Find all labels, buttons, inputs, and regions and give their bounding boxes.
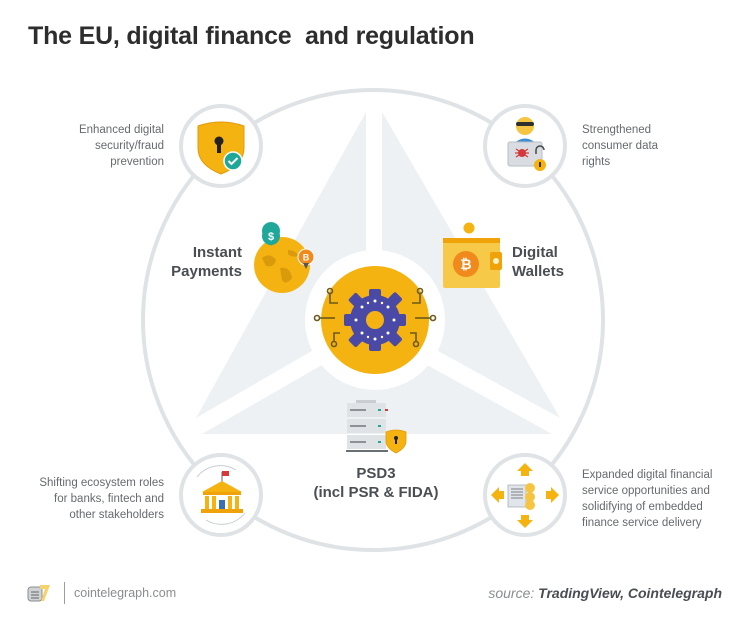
- pillar-label-instant-payments: Instant Payments: [171, 244, 242, 280]
- svg-text:B: B: [303, 253, 310, 263]
- outcome-text-top-right: Strengthened consumer data rights: [582, 124, 659, 168]
- svg-text:₿: ₿: [460, 256, 471, 272]
- secure-server-icon: [346, 400, 407, 454]
- gear-circuit-icon: [313, 266, 437, 374]
- footer-site: cointelegraph.com: [74, 586, 177, 600]
- outcome-node-top-right: [483, 104, 567, 188]
- pillar-label-digital-wallets: Digital Wallets: [512, 244, 564, 280]
- outcome-node-bottom-left: [179, 453, 263, 537]
- footer-divider: [64, 582, 65, 604]
- hacker-laptop-icon: [507, 117, 546, 171]
- shield-lock-icon: [197, 121, 245, 175]
- footer-source: source: TradingView, Cointelegraph: [488, 585, 722, 601]
- bank-building-icon: [196, 465, 246, 525]
- outcome-text-bottom-left: Shifting ecosystem roles for banks, fint…: [39, 477, 164, 521]
- outcome-node-bottom-right: [483, 453, 567, 537]
- page-title: The EU, digital finance and regulation: [28, 22, 475, 50]
- outcome-text-top-left: Enhanced digital security/fraud preventi…: [78, 124, 164, 168]
- outer-ring: [141, 88, 605, 552]
- bitcoin-wallet-icon: ₿: [443, 222, 502, 288]
- pillar-label-psd3: PSD3 (incl PSR & FIDA): [313, 465, 439, 501]
- globe-payments-icon: $ B: [254, 221, 315, 293]
- cointelegraph-logo-icon: [27, 585, 50, 602]
- expansion-arrows-icon: [491, 463, 559, 528]
- outcome-node-top-left: [179, 104, 263, 188]
- outcome-text-bottom-right: Expanded digital financial service oppor…: [582, 469, 713, 529]
- svg-text:$: $: [268, 231, 274, 243]
